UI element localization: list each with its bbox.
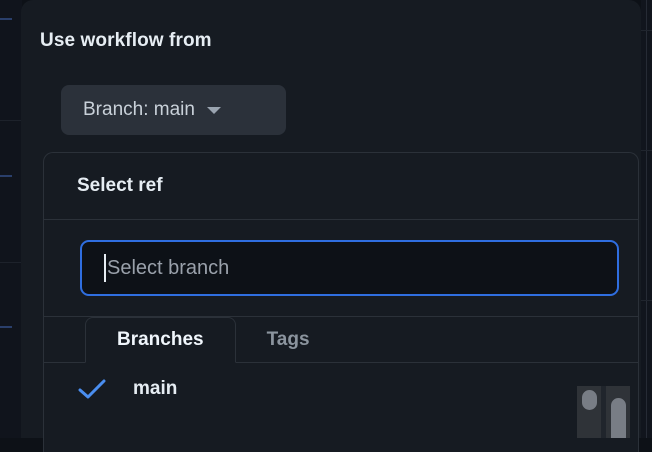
list-item-label: main	[133, 378, 178, 399]
backdrop-divider	[0, 262, 22, 263]
page-backdrop-right-edge	[646, 0, 647, 438]
backdrop-divider	[0, 120, 22, 121]
tab-tags[interactable]: Tags	[236, 317, 341, 363]
dialog-body: Use workflow from	[21, 0, 641, 52]
list-item[interactable]: main	[44, 363, 638, 415]
inner-scrollbar-thumb[interactable]	[582, 390, 597, 410]
outer-scrollbar-thumb[interactable]	[611, 398, 626, 438]
backdrop-divider	[641, 30, 652, 31]
workflow-dispatch-dialog: Use workflow from Branch: main Select re…	[21, 0, 641, 452]
branch-search-input[interactable]: Select branch	[80, 240, 619, 296]
chevron-down-icon	[206, 106, 221, 114]
scrollbar-divider	[601, 386, 606, 438]
page-backdrop-left	[0, 0, 22, 438]
tab-branches[interactable]: Branches	[85, 317, 236, 363]
backdrop-divider	[641, 150, 652, 151]
backdrop-accent-line	[0, 326, 12, 328]
select-ref-panel: Select ref Select branch Branches Tags	[43, 152, 639, 452]
check-icon	[77, 377, 107, 401]
backdrop-divider	[641, 300, 652, 301]
text-cursor	[104, 254, 106, 282]
select-ref-header: Select ref	[44, 153, 638, 220]
backdrop-accent-line	[0, 175, 12, 177]
page-title: Use workflow from	[40, 30, 212, 51]
backdrop-accent-line	[0, 18, 12, 20]
branch-selector-button[interactable]: Branch: main	[61, 85, 286, 135]
select-ref-search-row: Select branch	[44, 220, 638, 317]
ref-tab-list: Branches Tags	[44, 317, 638, 363]
branch-selector-label: Branch: main	[83, 99, 195, 120]
ref-list: main	[44, 363, 638, 415]
select-ref-title: Select ref	[77, 175, 163, 196]
branch-search-placeholder: Select branch	[107, 256, 230, 279]
